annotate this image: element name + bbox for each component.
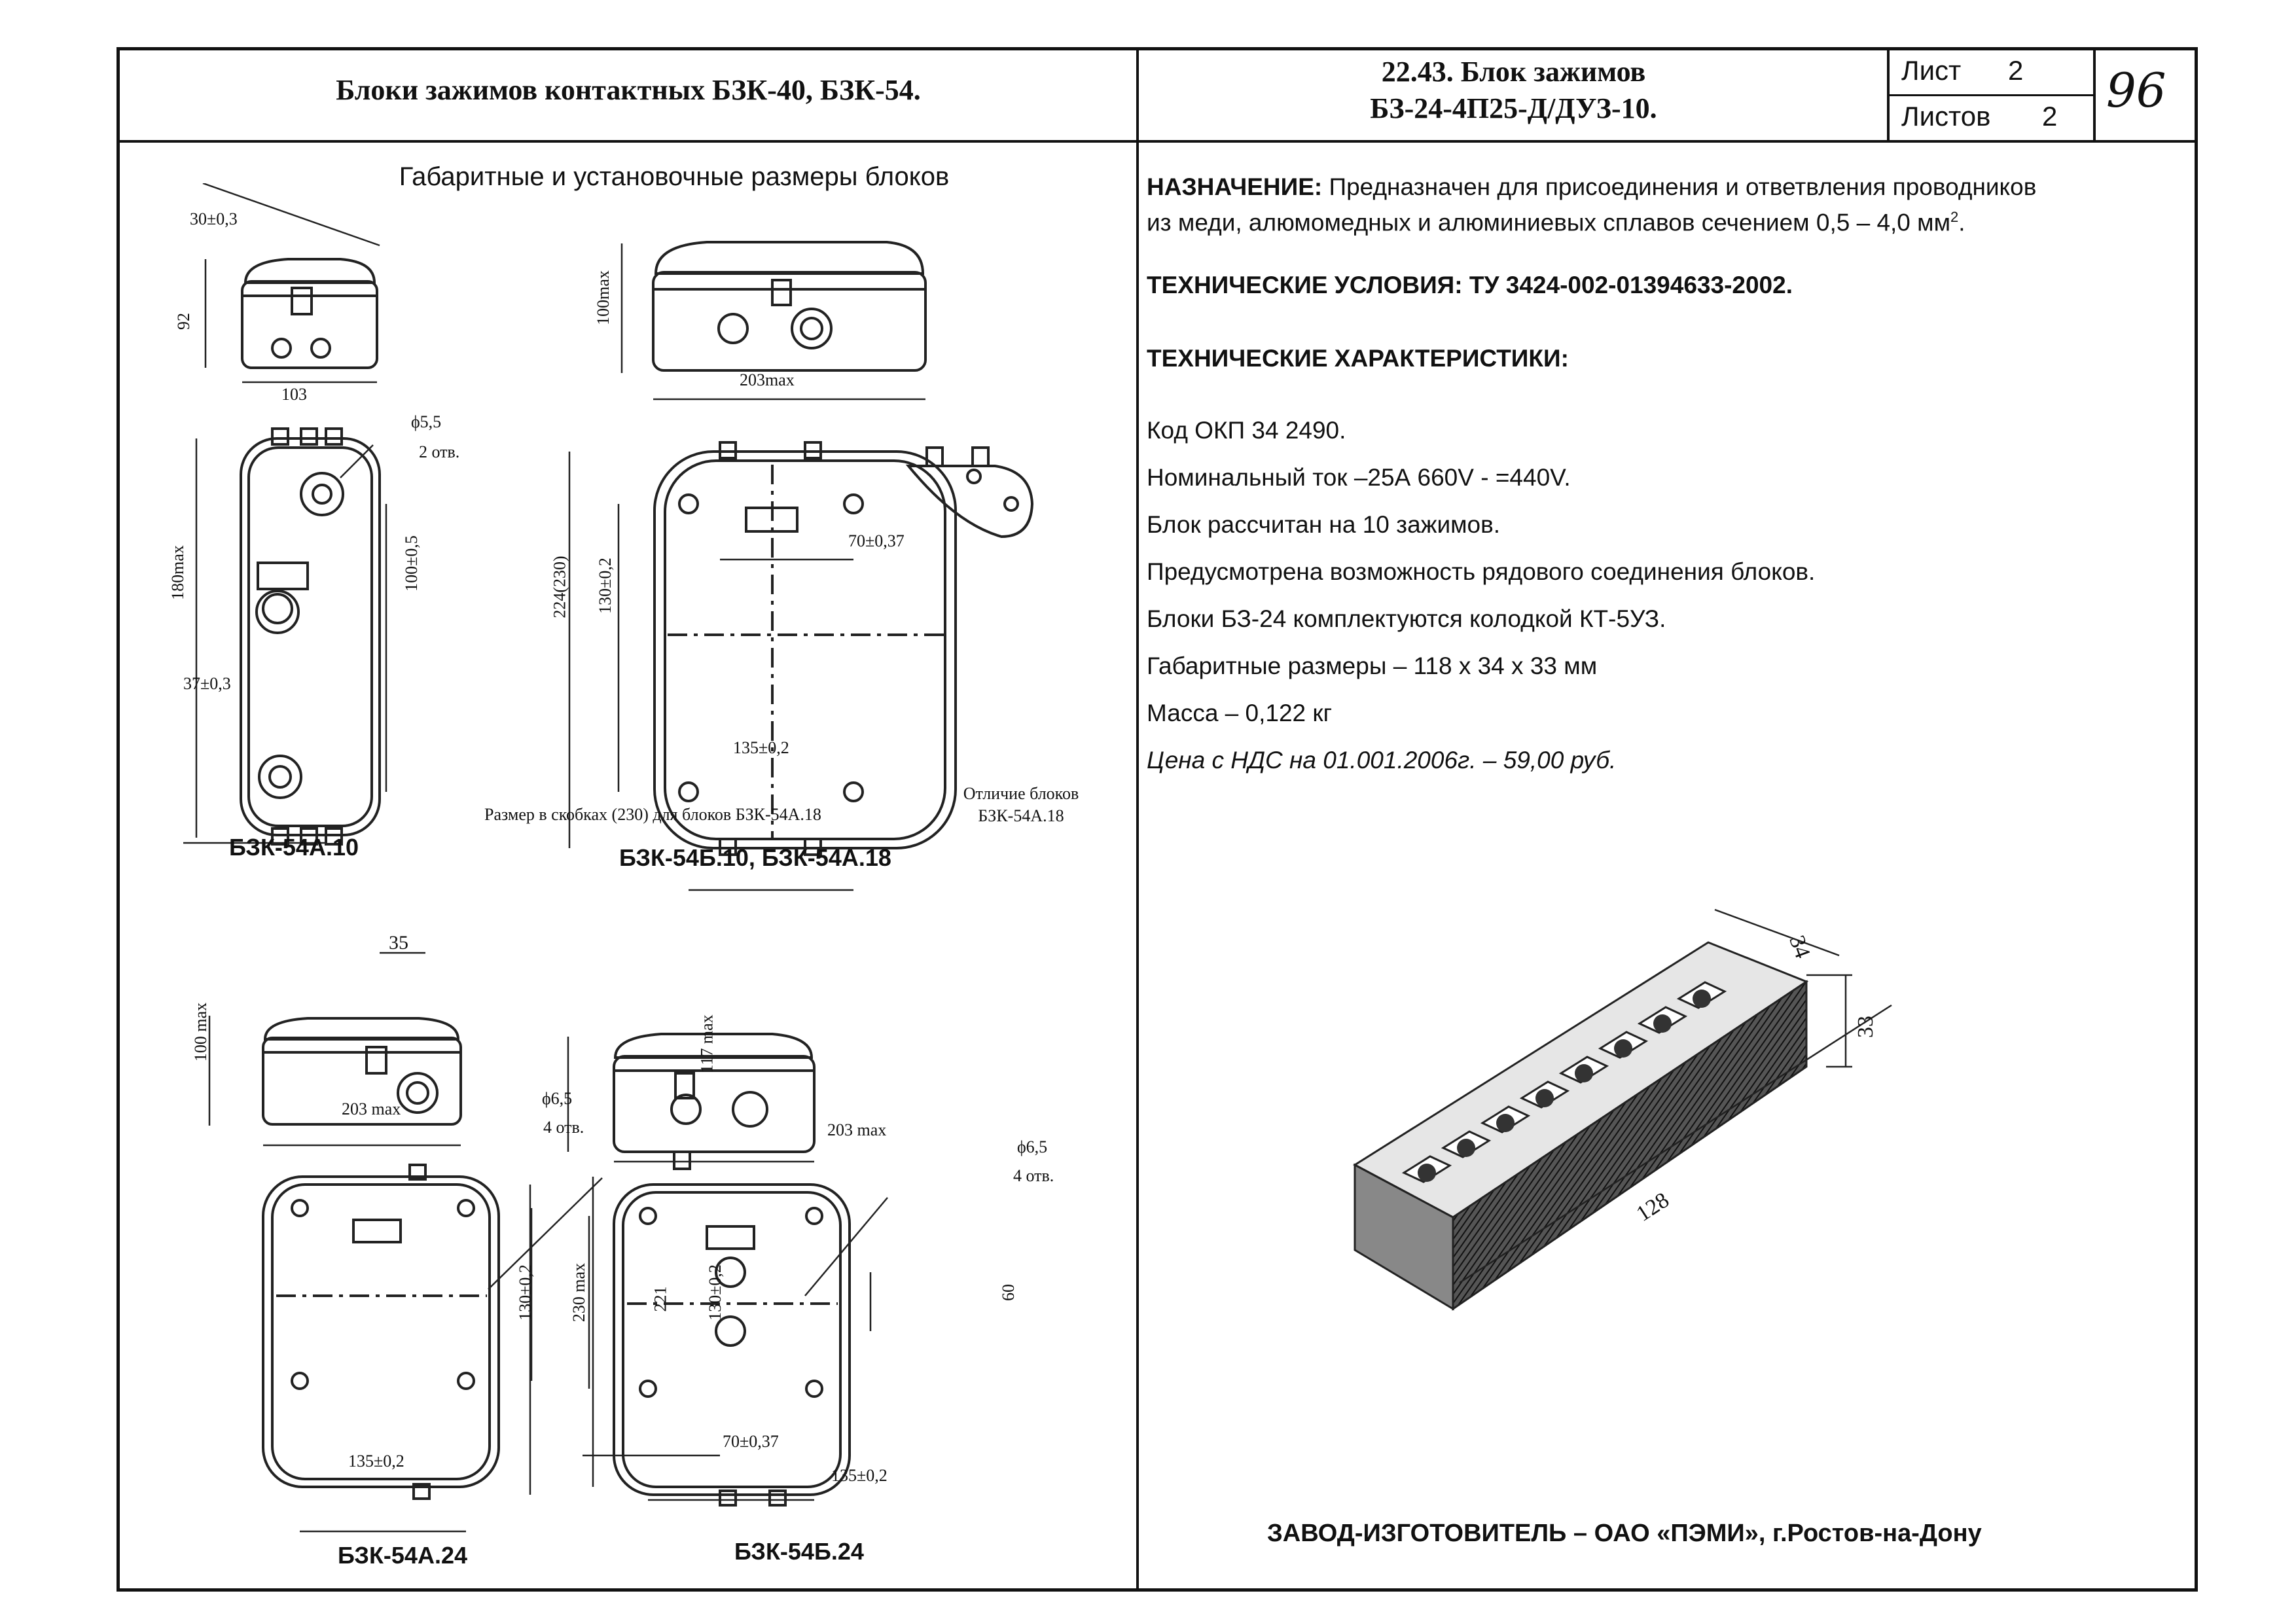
center-title-line1: 22.43. Блок зажимов bbox=[1381, 56, 1646, 88]
dim-135: 135±0,2 bbox=[733, 738, 789, 757]
purpose-line1: НАЗНАЧЕНИЕ: Предназначен для присоединен… bbox=[1147, 171, 2187, 203]
purpose-text: Предназначен для присоединения и ответвл… bbox=[1329, 173, 2037, 200]
tech-chars: ТЕХНИЧЕСКИЕ ХАРАКТЕРИСТИКИ: bbox=[1147, 345, 1569, 372]
spec-line-6: Масса – 0,122 кг bbox=[1147, 700, 1333, 726]
dim-130-02-c: 130±0,2 bbox=[705, 1264, 725, 1321]
section-title: Габаритные и установочные размеры блоков bbox=[399, 162, 950, 191]
model-b24: БЗК-54Б.24 bbox=[734, 1538, 864, 1565]
dim-30: 30±0,3 bbox=[190, 209, 238, 228]
page-mark: 96 bbox=[2106, 63, 2166, 118]
sheets-value: 2 bbox=[2042, 101, 2058, 132]
a24-side-view bbox=[262, 1017, 462, 1126]
dim-203max-2: 203 max bbox=[342, 1099, 401, 1118]
purpose-sup: 2 bbox=[1950, 209, 1959, 225]
spec-line-0: Код ОКП 34 2490. bbox=[1147, 417, 1346, 444]
dim-130-02-b: 130±0,2 bbox=[515, 1264, 535, 1321]
dim-70: 70±0,37 bbox=[848, 531, 905, 550]
model-b10: БЗК-54Б.10, БЗК-54А.18 bbox=[619, 844, 891, 871]
dim-203max-3: 203 max bbox=[827, 1120, 887, 1139]
dim-203max: 203max bbox=[740, 370, 795, 389]
dimension-drawings bbox=[183, 183, 1034, 1533]
dim-70-b: 70±0,37 bbox=[723, 1432, 779, 1451]
spec-line-1: Номинальный ток –25А 660V - =440V. bbox=[1147, 464, 1571, 491]
dim-4otv: 4 отв. bbox=[543, 1118, 584, 1137]
dim-224: 224(230) bbox=[550, 556, 569, 618]
dim-60: 60 bbox=[999, 1284, 1018, 1301]
dim-33: 33 bbox=[1854, 1016, 1878, 1038]
dim-117max: 117 max bbox=[697, 1014, 717, 1073]
a24-top-view bbox=[262, 1164, 500, 1500]
dim-135-b: 135±0,2 bbox=[348, 1452, 404, 1471]
dim-4otv-b: 4 отв. bbox=[1013, 1166, 1054, 1185]
note-difference-2: БЗК-54А.18 bbox=[978, 806, 1064, 825]
dim-100-05: 100±0,5 bbox=[401, 535, 421, 592]
dim-180max: 180max bbox=[168, 545, 187, 600]
terminal-block-illustration bbox=[1353, 908, 1892, 1311]
dim-5-5: ϕ5,5 bbox=[411, 412, 442, 431]
dim-2otv: 2 отв. bbox=[419, 442, 460, 461]
dim-135-c: 135±0,2 bbox=[831, 1466, 888, 1485]
model-a10: БЗК-54А.10 bbox=[229, 834, 359, 861]
sheet-box-mid bbox=[1887, 94, 2094, 96]
a10-side-view bbox=[241, 258, 378, 369]
b10-top-view bbox=[653, 441, 957, 856]
b24-top-view bbox=[613, 1183, 851, 1507]
tech-conditions: ТЕХНИЧЕСКИЕ УСЛОВИЯ: ТУ 3424-002-0139463… bbox=[1147, 272, 1793, 298]
model-a24: БЗК-54А.24 bbox=[338, 1542, 467, 1569]
dim-221: 221 bbox=[651, 1286, 670, 1312]
dim-6-5-b: ϕ6,5 bbox=[1017, 1137, 1048, 1156]
note-bracket: Размер в скобках (230) для блоков БЗК-54… bbox=[484, 805, 821, 824]
dim-6-5: ϕ6,5 bbox=[542, 1089, 573, 1108]
dim-130-02: 130±0,2 bbox=[595, 558, 615, 614]
dim-92: 92 bbox=[174, 313, 193, 330]
drawing-sheet bbox=[117, 47, 2198, 1592]
price-line: Цена с НДС на 01.001.2006г. – 59,00 руб. bbox=[1147, 747, 1617, 774]
a10-top-view bbox=[240, 427, 381, 846]
dim-103: 103 bbox=[281, 385, 307, 404]
left-title: Блоки зажимов контактных БЗК-40, БЗК-54. bbox=[336, 74, 921, 106]
column-divider bbox=[1136, 47, 1139, 1592]
purpose-line2: из меди, алюмомедных и алюминиевых сплав… bbox=[1147, 209, 1965, 236]
purpose-label: НАЗНАЧЕНИЕ: bbox=[1147, 173, 1323, 200]
b24-side-view bbox=[613, 1033, 816, 1170]
dim-100max: 100max bbox=[593, 270, 613, 325]
spec-line-2: Блок рассчитан на 10 зажимов. bbox=[1147, 511, 1501, 538]
manufacturer: ЗАВОД-ИЗГОТОВИТЕЛЬ – ОАО «ПЭМИ», г.Росто… bbox=[1267, 1520, 1982, 1547]
sheet-box-right bbox=[2093, 47, 2096, 141]
dim-230max: 230 max bbox=[569, 1262, 589, 1323]
dim-37: 37±0,3 bbox=[183, 674, 231, 693]
spec-line-3: Предусмотрена возможность рядового соеди… bbox=[1147, 558, 1816, 585]
purpose-text2: из меди, алюмомедных и алюминиевых сплав… bbox=[1147, 209, 1951, 236]
b18-difference-view bbox=[905, 446, 1034, 539]
b10-side-view bbox=[652, 241, 927, 372]
sheets-label: Листов bbox=[1901, 101, 1991, 132]
spec-line-4: Блоки БЗ-24 комплектуются колодкой КТ-5У… bbox=[1147, 605, 1666, 632]
spec-line-5: Габаритные размеры – 118 х 34 х 33 мм bbox=[1147, 652, 1598, 679]
sheet-value: 2 bbox=[2008, 55, 2024, 86]
center-title-line2: БЗ-24-4П25-Д/ДУЗ-10. bbox=[1370, 92, 1657, 124]
note-difference-1: Отличие блоков bbox=[963, 784, 1079, 803]
dim-100max-2: 100 max bbox=[191, 1002, 211, 1062]
header-bottom-line bbox=[117, 140, 2198, 143]
dim-35: 35 bbox=[389, 932, 408, 954]
sheet-label: Лист bbox=[1901, 55, 1962, 86]
